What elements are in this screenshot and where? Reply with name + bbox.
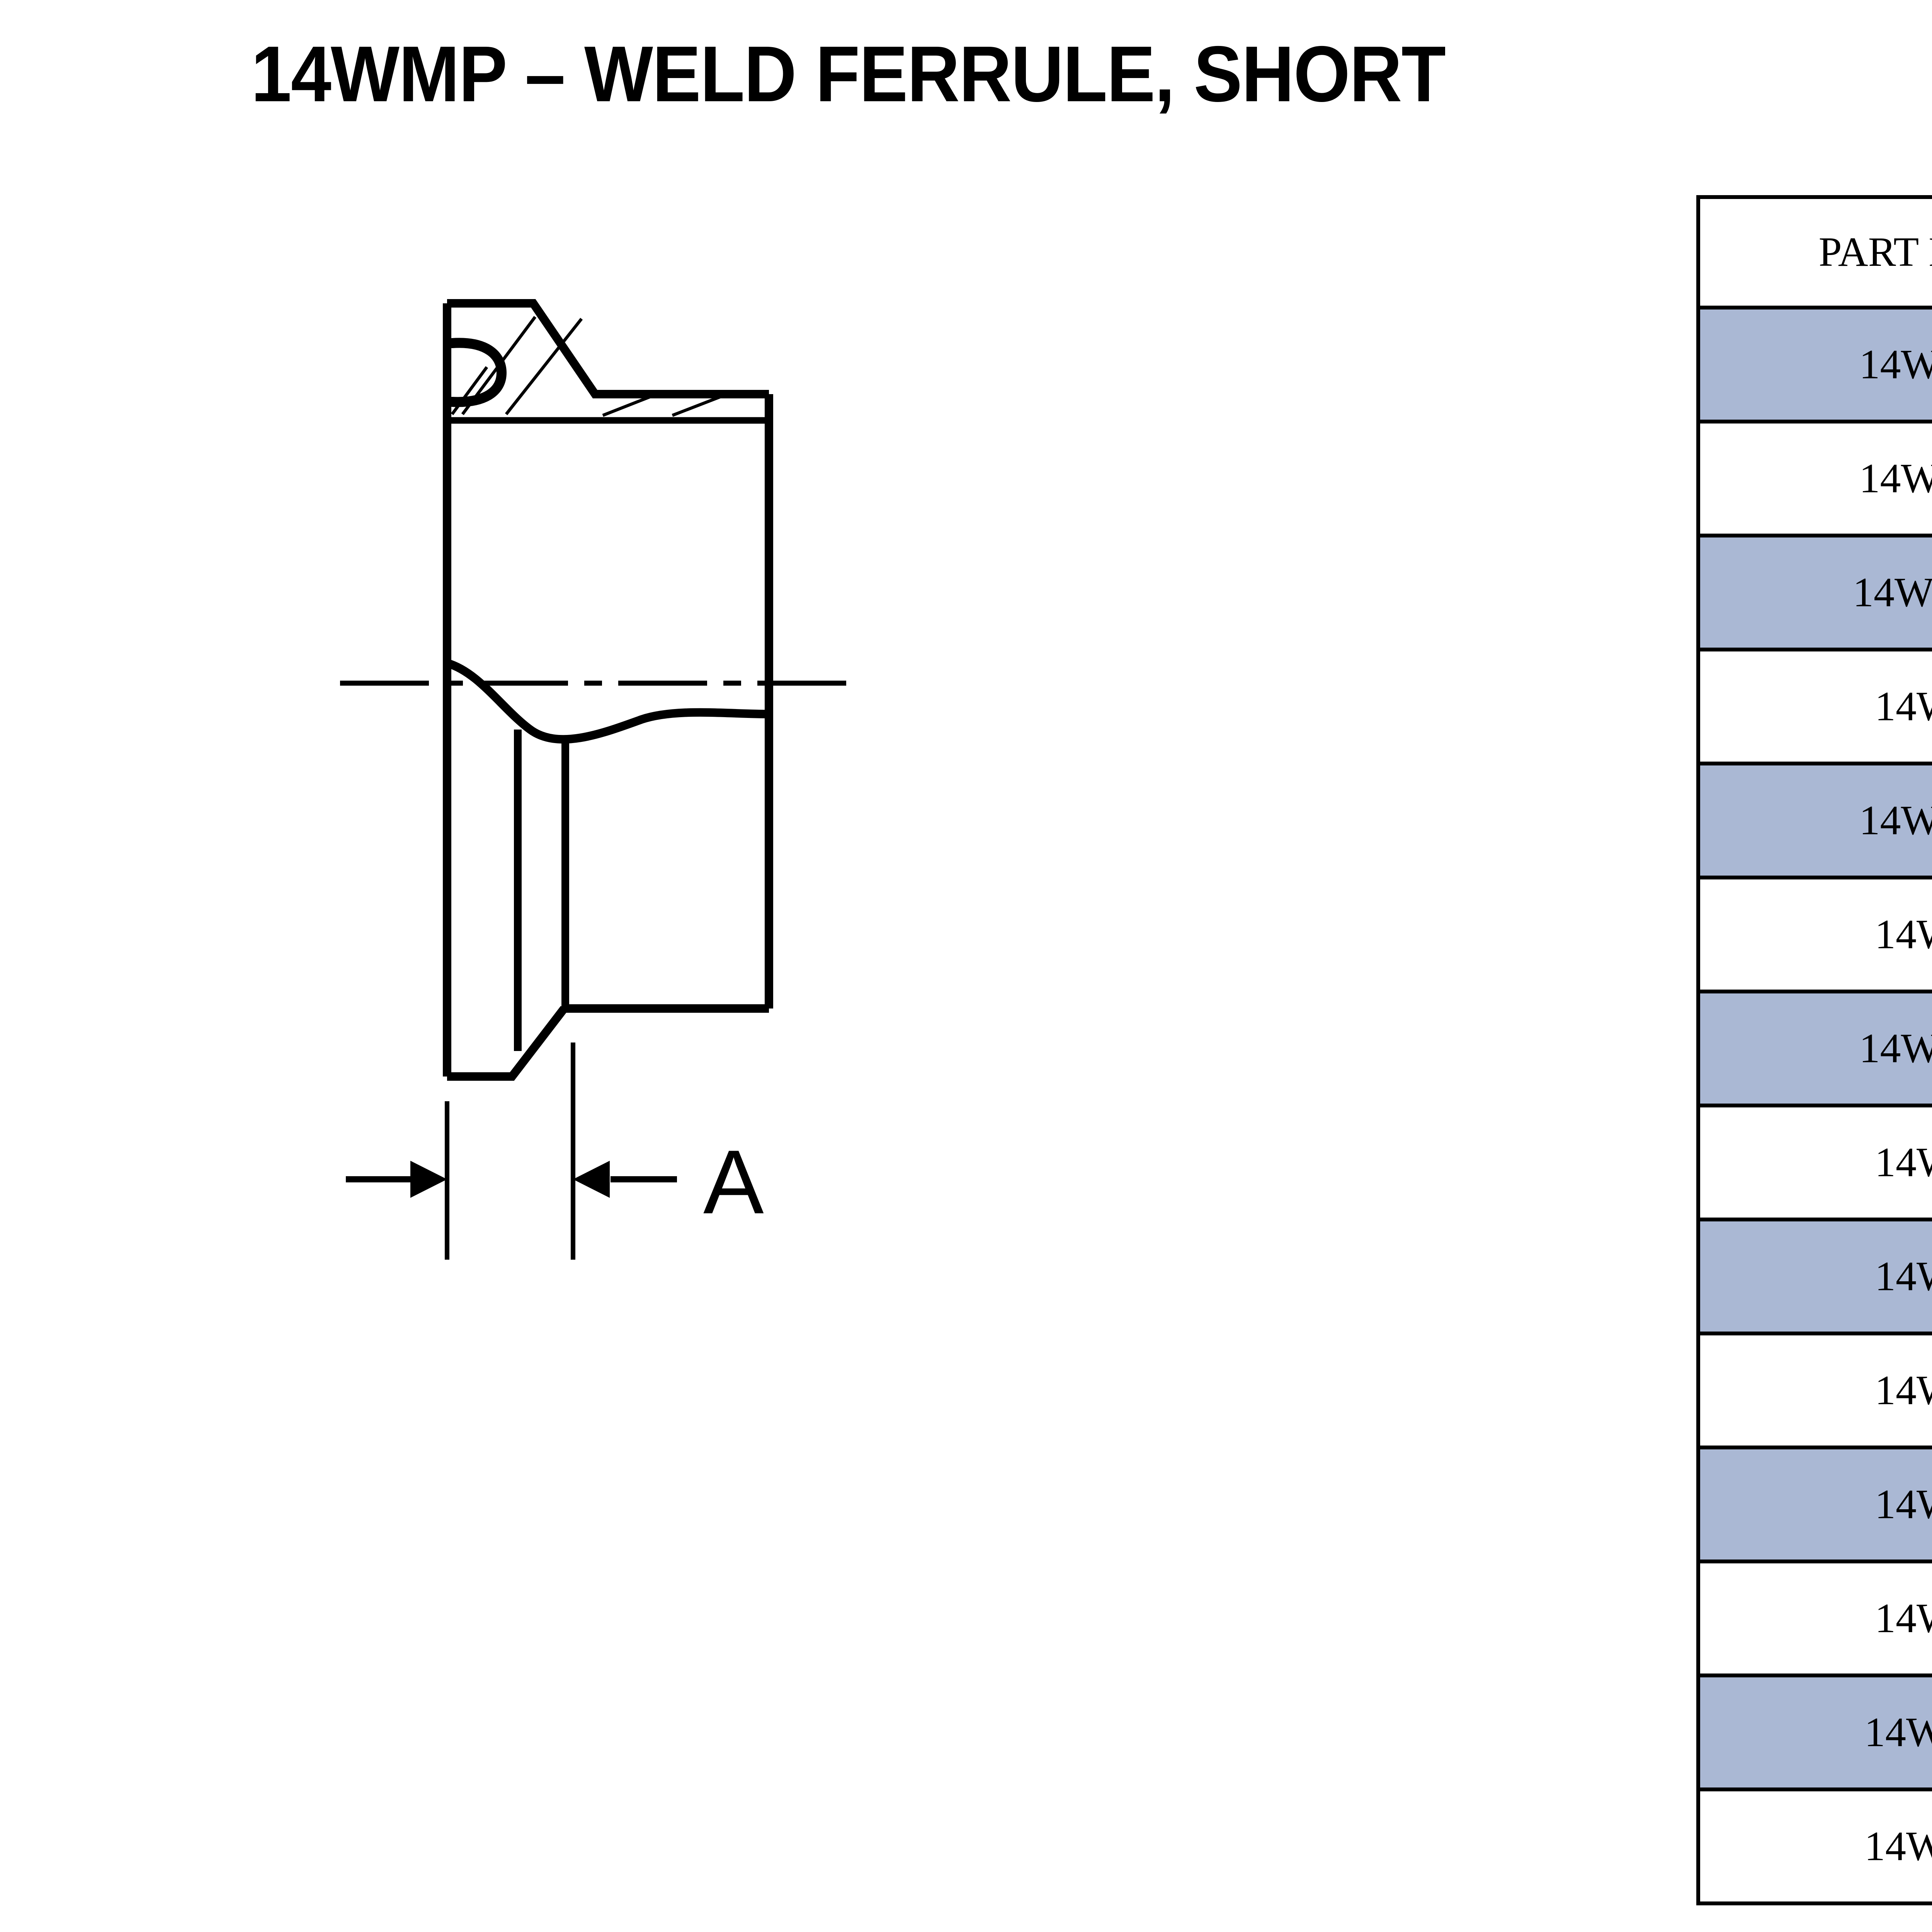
table-row: 14WMP-12121.000: [1696, 1787, 1932, 1906]
cell-part-number: 14WMP-12: [1696, 1787, 1932, 1906]
dimension-a: [346, 1043, 677, 1260]
cell-part-number: 14WMP-.50: [1696, 306, 1932, 424]
cell-part-number: 14WMP-2: [1696, 876, 1932, 994]
table-row: 14WMP-1.51-1/2.500: [1696, 762, 1932, 880]
cell-part-number: 14WMP-8: [1696, 1560, 1932, 1678]
cell-part-number: 14WMP-2.5: [1696, 990, 1932, 1108]
cell-part-number: 14WMP-6: [1696, 1446, 1932, 1564]
cell-part-number: 14WMP-1.5: [1696, 762, 1932, 880]
gasket-groove-icon: [447, 338, 507, 407]
table-row: 14WMP-.753/4.500: [1696, 420, 1932, 538]
table-row: 14WMP-1-A1 (TYPE A).500: [1696, 534, 1932, 652]
inner-bore-walls: [514, 730, 569, 1051]
part-number-spec-table: PART NUMBER SIZE (inches) A (inches) 14W…: [1696, 195, 1932, 1906]
cell-part-number: 14WMP-.75: [1696, 420, 1932, 538]
cell-part-number: 14WMP-1: [1696, 648, 1932, 766]
table-row: 14WMP-33.500: [1696, 1104, 1932, 1222]
dimension-a-label: A: [703, 1131, 764, 1233]
cell-part-number: 14WMP-10: [1696, 1673, 1932, 1792]
ferrule-body-outline: [443, 299, 773, 1081]
section-hatching: [451, 316, 728, 417]
table-row: 14WMP-2.52-1/2.500: [1696, 990, 1932, 1108]
cell-part-number: 14WMP-4: [1696, 1218, 1932, 1336]
table-row: 14WMP-22.500: [1696, 876, 1932, 994]
cell-part-number: 14WMP-5: [1696, 1332, 1932, 1450]
technical-drawing: A: [270, 240, 1043, 1360]
table-row: 14WMP-44.625: [1696, 1218, 1932, 1336]
column-header-part-number: PART NUMBER: [1696, 195, 1932, 310]
table-row: 14WMP-11.500: [1696, 648, 1932, 766]
cell-part-number: 14WMP-1-A: [1696, 534, 1932, 652]
table-row: 14WMP-66.750: [1696, 1446, 1932, 1564]
cell-part-number: 14WMP-3: [1696, 1104, 1932, 1222]
table-row: 14WMP-88.875: [1696, 1560, 1932, 1678]
table-header-row: PART NUMBER SIZE (inches) A (inches): [1696, 195, 1932, 310]
table-row: 14WMP-55.750: [1696, 1332, 1932, 1450]
break-line: [443, 659, 773, 744]
table-row: 14WMP-.501/2.500: [1696, 306, 1932, 424]
page-title: 14WMP – WELD FERRULE, SHORT: [251, 30, 1446, 118]
table-row: 14WMP-1010.875: [1696, 1673, 1932, 1792]
header-line-1: PART NUMBER: [1818, 229, 1932, 276]
